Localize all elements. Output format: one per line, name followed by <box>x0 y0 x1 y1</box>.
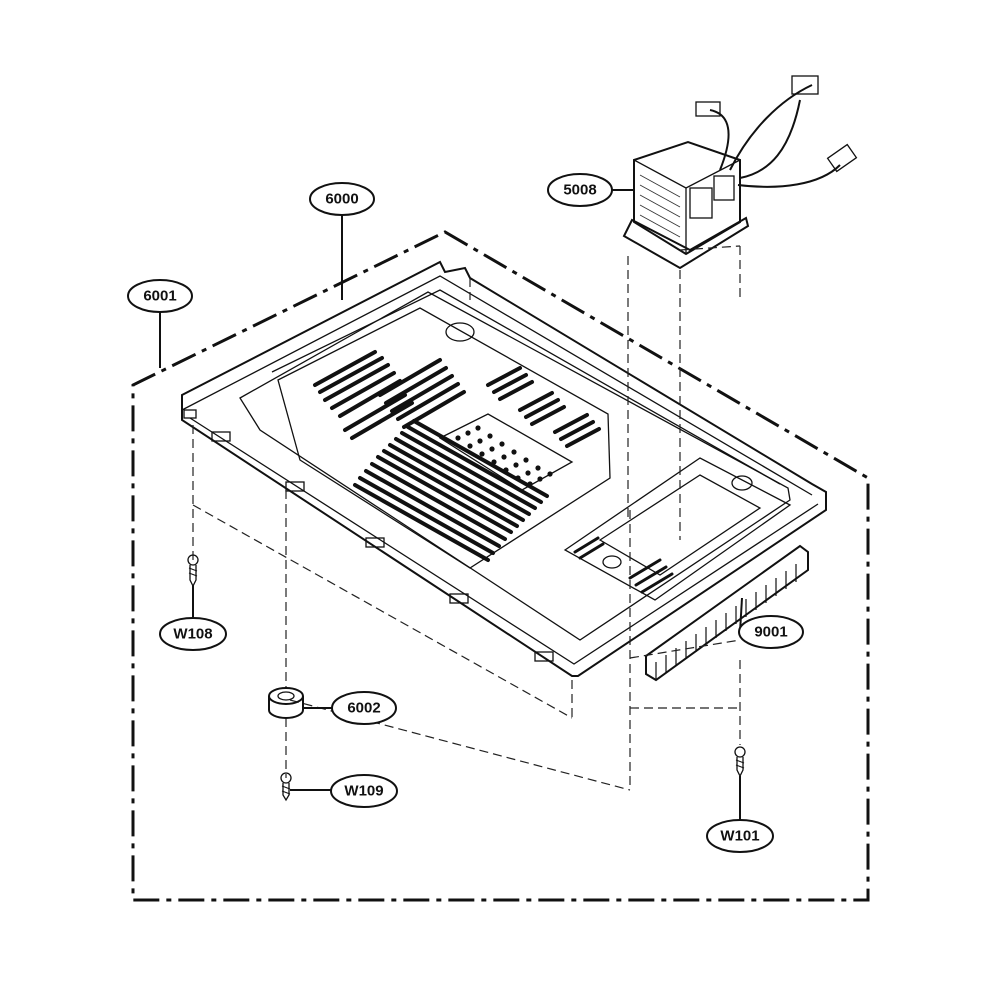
callout-W101: W101 <box>706 819 774 853</box>
screw-w101 <box>734 746 746 778</box>
callout-6001: 6001 <box>127 279 193 313</box>
callout-label-6002: 6002 <box>347 700 380 717</box>
callout-label-6000: 6000 <box>325 191 358 208</box>
callout-6002: 6002 <box>331 691 397 725</box>
callout-W109: W109 <box>330 774 398 808</box>
projection-lines <box>192 245 741 791</box>
callout-label-9001: 9001 <box>754 624 787 641</box>
callout-5008: 5008 <box>547 173 613 207</box>
foot-6002 <box>268 687 304 719</box>
callout-9001: 9001 <box>738 615 804 649</box>
callout-label-W108: W108 <box>173 626 212 643</box>
callout-label-6001: 6001 <box>143 288 176 305</box>
gasket-strip <box>645 544 809 682</box>
callout-label-W101: W101 <box>720 828 759 845</box>
callout-label-W109: W109 <box>344 783 383 800</box>
callout-label-5008: 5008 <box>563 182 596 199</box>
callout-W108: W108 <box>159 617 227 651</box>
callout-6000: 6000 <box>309 182 375 216</box>
transformer <box>622 75 858 270</box>
base-plate <box>181 260 827 677</box>
screw-w109 <box>280 772 292 802</box>
assembly-boundary <box>131 230 870 902</box>
